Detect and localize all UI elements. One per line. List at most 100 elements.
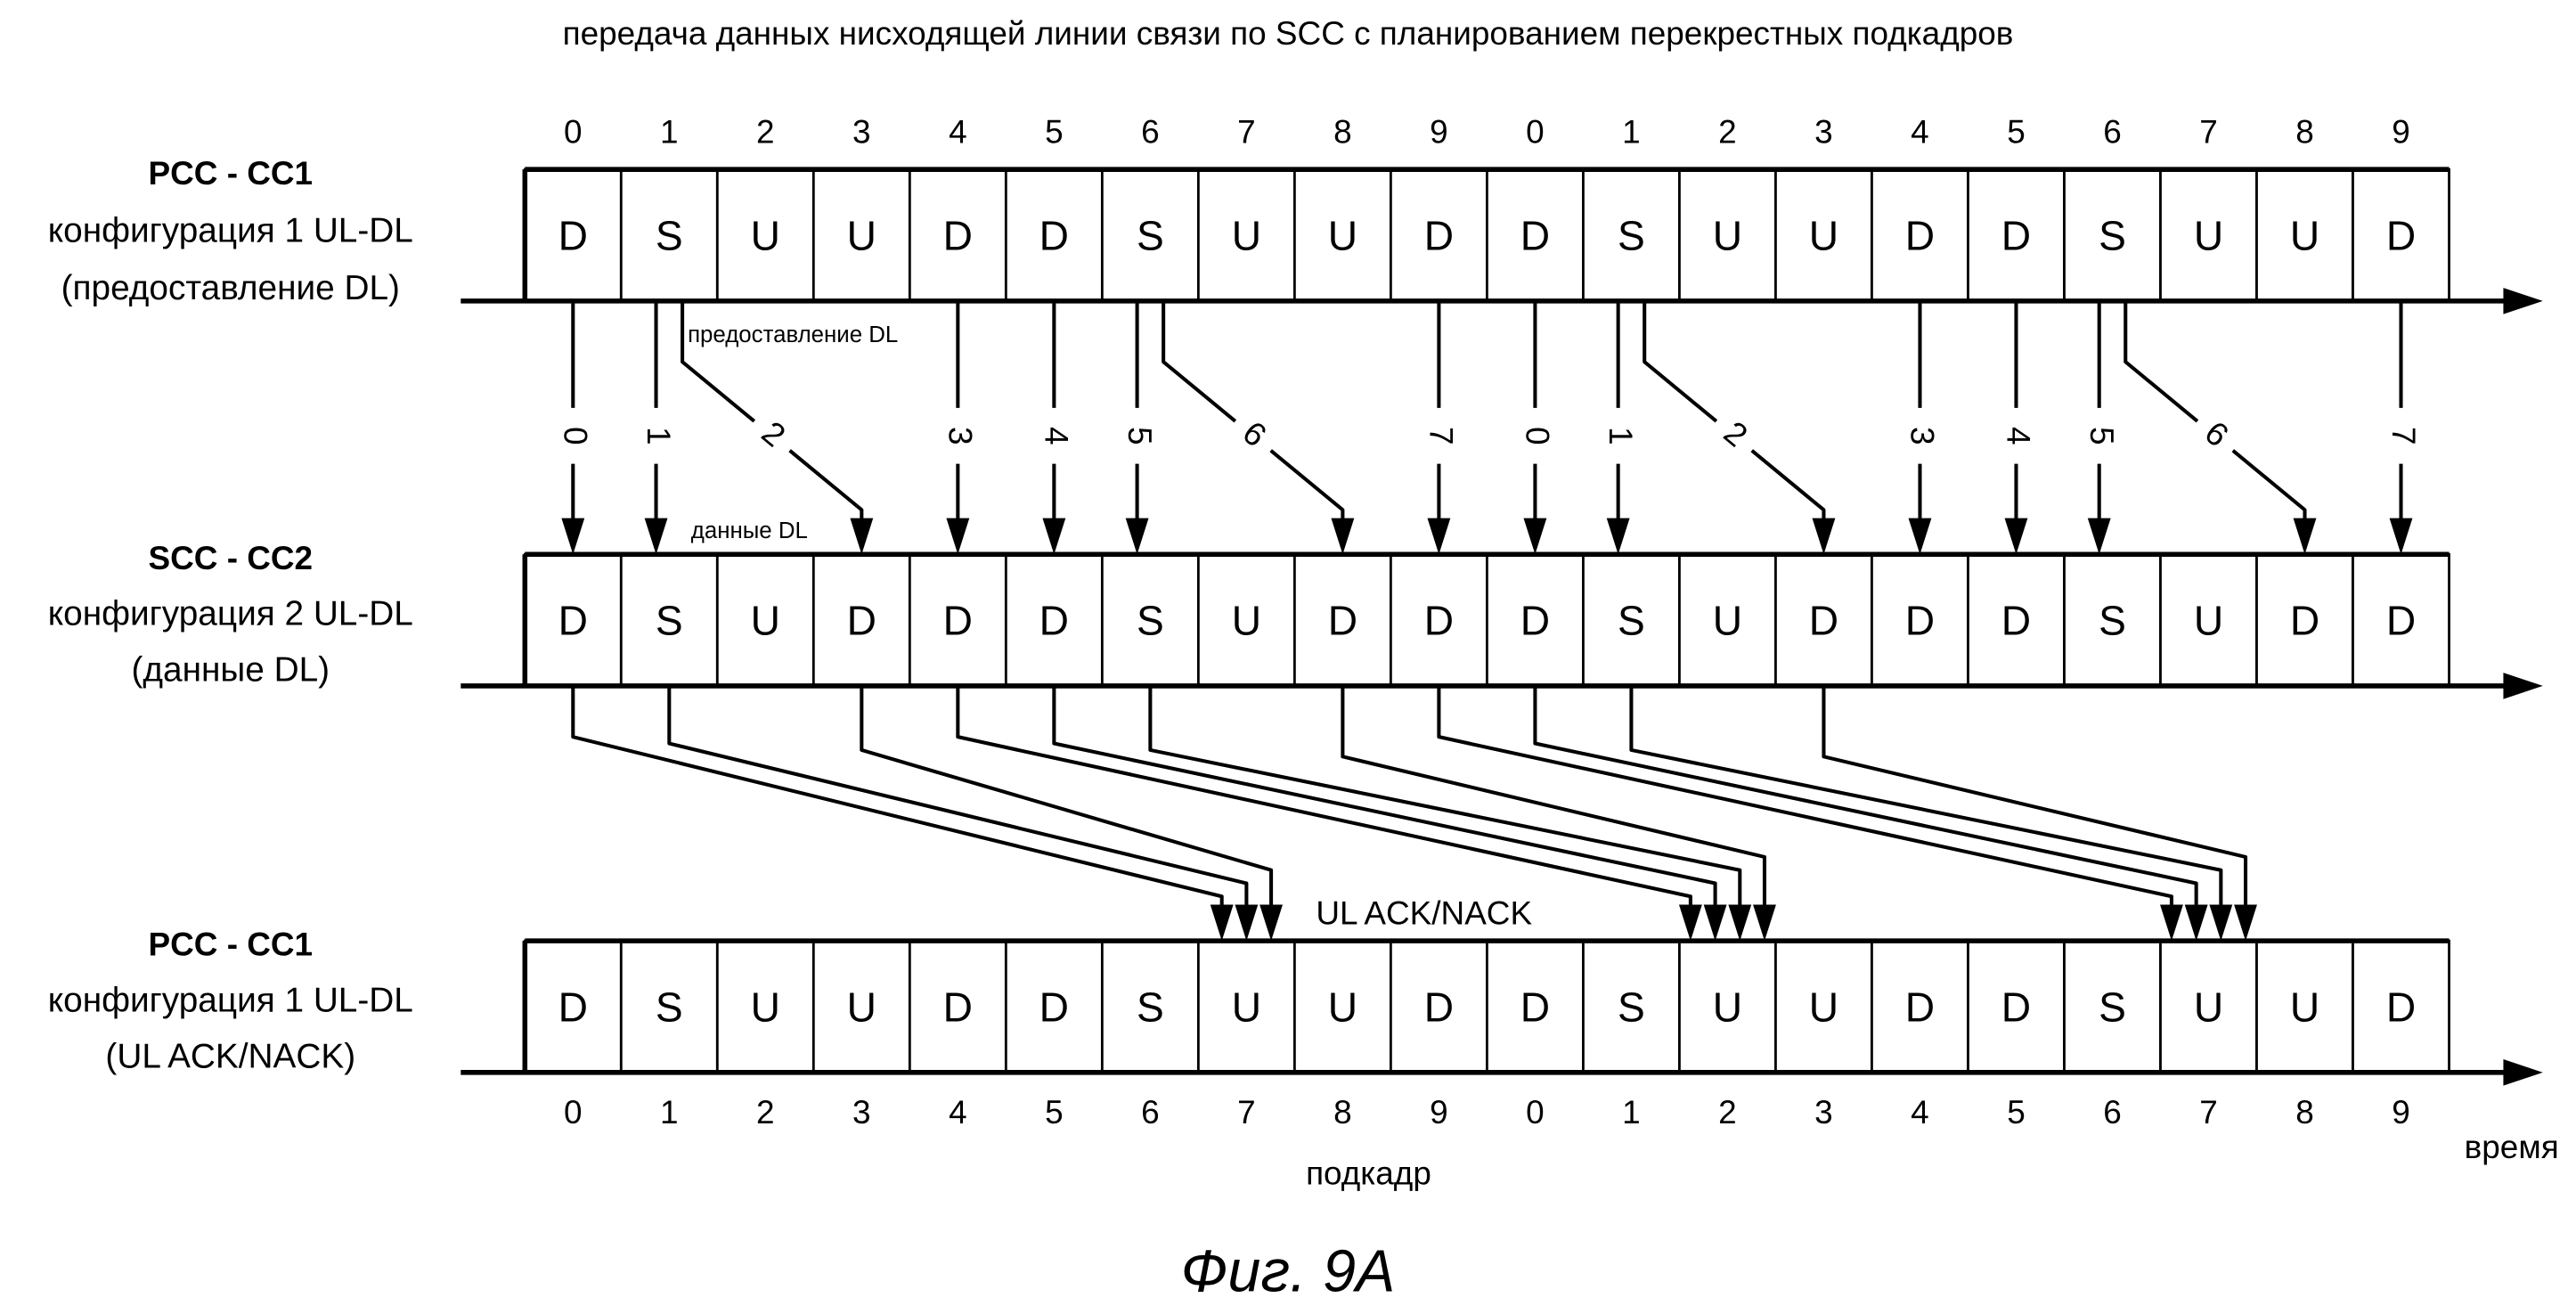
subframe-cell bbox=[2255, 552, 2354, 688]
subframe-number-bottom: 9 bbox=[2392, 1094, 2410, 1131]
subframe-number-bottom: 2 bbox=[756, 1094, 775, 1131]
subframe-number-bottom: 4 bbox=[949, 1094, 967, 1131]
arrowhead-icon bbox=[2209, 904, 2233, 942]
subframe-number-bottom: 0 bbox=[564, 1094, 583, 1131]
subframe-type: S bbox=[656, 984, 683, 1031]
subframe-type: S bbox=[2099, 984, 2126, 1031]
subframe-number-top: 1 bbox=[1622, 114, 1641, 151]
subframe-number-bottom: 6 bbox=[2103, 1094, 2122, 1131]
subframe-number-top: 5 bbox=[2007, 114, 2026, 151]
subframe-cell bbox=[1774, 939, 1873, 1074]
subframe-type: U bbox=[751, 598, 780, 644]
arrowhead-icon bbox=[1908, 518, 1932, 555]
arrowhead-icon bbox=[1235, 904, 1259, 942]
dl-grant-arrow: 5 bbox=[2083, 300, 2120, 555]
subframe-type: D bbox=[1424, 213, 1454, 259]
arrowhead-icon bbox=[561, 518, 585, 555]
subframe-cell bbox=[1390, 939, 1488, 1074]
dl-grant-arrow: 7 bbox=[1423, 300, 1460, 555]
row-name: SCC - CC2 bbox=[149, 540, 314, 576]
subframe-type: U bbox=[2194, 213, 2223, 259]
subframe-type: U bbox=[2290, 984, 2319, 1031]
subframe-type: S bbox=[656, 598, 683, 644]
arrowhead-icon bbox=[1427, 518, 1451, 555]
subframe-type: D bbox=[558, 984, 588, 1031]
dl-grant-arrow: 6 bbox=[1162, 300, 1355, 555]
arrowhead-icon bbox=[850, 518, 874, 555]
arrowhead-icon bbox=[946, 518, 970, 555]
subframe-type: U bbox=[751, 213, 780, 259]
subframe-type: U bbox=[751, 984, 780, 1031]
time-axis-arrow-icon bbox=[2503, 1059, 2543, 1086]
arrowhead-icon bbox=[2160, 904, 2183, 942]
subframe-cell bbox=[2352, 552, 2450, 688]
arrowhead-icon bbox=[2087, 518, 2111, 555]
arrowhead-icon bbox=[1259, 904, 1283, 942]
ack-arrow bbox=[1341, 685, 1776, 942]
subframe-type: D bbox=[558, 213, 588, 259]
subframe-cell bbox=[2352, 167, 2450, 303]
subframe-cell bbox=[1678, 939, 1777, 1074]
subframe-type: D bbox=[1905, 213, 1935, 259]
arrowhead-icon bbox=[1210, 904, 1234, 942]
subframe-number-bottom: 3 bbox=[852, 1094, 871, 1131]
subframe-cell bbox=[1293, 939, 1392, 1074]
subframe-number-top: 5 bbox=[1045, 114, 1064, 151]
dl-grant-arrow: 5 bbox=[1121, 300, 1158, 555]
ack-arrow bbox=[667, 685, 1259, 942]
subframe-type: U bbox=[2194, 598, 2223, 644]
subframe-type: D bbox=[847, 598, 876, 644]
subframe-number-top: 4 bbox=[1911, 114, 1929, 151]
subframe-type: S bbox=[1137, 598, 1164, 644]
subframe-cell bbox=[1967, 167, 2066, 303]
subframe-type: U bbox=[2290, 213, 2319, 259]
row-name: PCC - CC1 bbox=[149, 155, 314, 192]
dl-grant-arrow: 6 bbox=[2124, 300, 2317, 555]
grant-index: 0 bbox=[558, 427, 594, 445]
subframe-type: S bbox=[2099, 598, 2126, 644]
subframe-type: U bbox=[1328, 984, 1357, 1031]
subframe-cell bbox=[2159, 167, 2258, 303]
dl-grant-arrow: 1 bbox=[1602, 300, 1639, 555]
subframe-number-top: 9 bbox=[2392, 114, 2410, 151]
grant-index: 1 bbox=[640, 427, 677, 445]
subframe-number-top: 3 bbox=[1814, 114, 1833, 151]
subframe-number-top: 7 bbox=[1237, 114, 1256, 151]
subframe-type: U bbox=[1713, 598, 1742, 644]
dl-grant-arrow: 3 bbox=[942, 300, 979, 555]
subframe-number-top: 0 bbox=[564, 114, 583, 151]
subframe-type: U bbox=[2194, 984, 2223, 1031]
subframe-number-bottom: 5 bbox=[2007, 1094, 2026, 1131]
subframe-cell bbox=[1004, 552, 1104, 688]
subframe-type: D bbox=[2001, 598, 2031, 644]
arrowhead-icon bbox=[1753, 904, 1776, 942]
subframe-cell bbox=[619, 552, 719, 688]
subframe-type: D bbox=[943, 984, 973, 1031]
dl-grant-arrow: 4 bbox=[1039, 300, 1075, 555]
row-config: конфигурация 1 UL-DL bbox=[48, 211, 413, 249]
arrowhead-icon bbox=[2293, 518, 2317, 555]
subframe-type: D bbox=[1039, 213, 1069, 259]
subframe-number-top: 1 bbox=[660, 114, 679, 151]
subframe-type: S bbox=[2099, 213, 2126, 259]
subframe-type: U bbox=[1232, 213, 1261, 259]
dl-grant-arrow: 3 bbox=[1904, 300, 1941, 555]
subframe-cell bbox=[1100, 939, 1200, 1074]
grant-index: 7 bbox=[1423, 427, 1460, 445]
grant-index: 4 bbox=[1039, 427, 1075, 445]
subframe-cell bbox=[1486, 552, 1585, 688]
subframe-cell bbox=[2255, 167, 2354, 303]
subframe-type: D bbox=[558, 598, 588, 644]
diagram-title: передача данных нисходящей линии связи п… bbox=[563, 15, 2014, 52]
ack-arrow bbox=[1437, 685, 2183, 942]
subframe-type: D bbox=[1424, 598, 1454, 644]
subframe-type: D bbox=[1039, 984, 1069, 1031]
subframe-type: D bbox=[1424, 984, 1454, 1031]
time-axis-arrow-icon bbox=[2503, 673, 2543, 699]
subframe-type: D bbox=[2386, 598, 2416, 644]
arrowhead-icon bbox=[1523, 518, 1547, 555]
subframe-cell bbox=[2159, 552, 2258, 688]
